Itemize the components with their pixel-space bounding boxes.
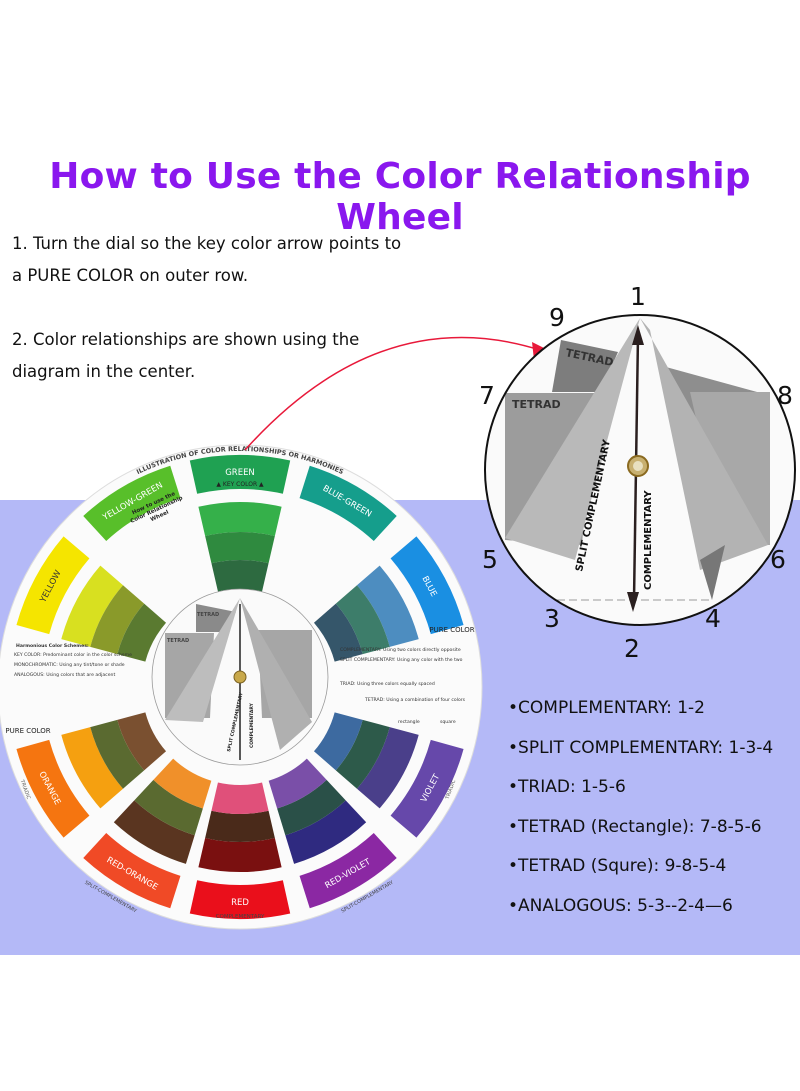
instruction-step-1: 1. Turn the dial so the key color arrow … [12, 228, 401, 292]
complementary-label: COMPLEMENTARY [643, 490, 654, 590]
tint-band [134, 779, 203, 836]
tint-band [313, 712, 363, 771]
pointer-arrow [244, 336, 541, 451]
segment-label: RED [231, 898, 249, 908]
relationship-item: •ANALOGOUS: 5-3--2-4—6 [508, 895, 733, 916]
tint-band [205, 532, 275, 564]
definition: COMPLEMENTARY: Using two colors directly… [340, 647, 461, 653]
tint-band [313, 603, 363, 662]
tint-band [90, 719, 145, 789]
point-number-6: 6 [770, 545, 786, 574]
relationship-item: •TETRAD (Rectangle): 7-8-5-6 [508, 816, 762, 837]
pure-color-segment[interactable] [16, 739, 90, 838]
point-number-7: 7 [479, 381, 495, 410]
pure-color-label: PURE COLOR [5, 727, 50, 735]
pure-color-segment[interactable] [390, 536, 464, 635]
point-number-4: 4 [705, 604, 721, 633]
rectangle-label: rectangle [398, 719, 420, 725]
tint-band [117, 712, 167, 771]
page-title: How to Use the Color Relationship Wheel [49, 156, 751, 238]
complementary-label: COMPLEMENTARY [216, 914, 265, 920]
instruction-line: a PURE COLOR on outer row. [12, 266, 249, 285]
relationship-list: •COMPLEMENTARY: 1-2 •SPLIT COMPLEMENTARY… [508, 698, 773, 935]
tint-band [335, 585, 390, 655]
pure-color-segment[interactable] [299, 832, 397, 909]
tint-band [205, 810, 275, 843]
key-color-label: ▲ KEY COLOR ▲ [216, 481, 264, 488]
tint-band [117, 603, 167, 662]
relationship-item: •SPLIT COMPLEMENTARY: 1-3-4 [508, 737, 774, 758]
pure-color-label: PURE COLOR [429, 626, 474, 634]
point-number-8: 8 [777, 381, 793, 410]
pure-color-segment[interactable] [83, 832, 181, 909]
instruction-step-2: 2. Color relationships are shown using t… [12, 324, 359, 388]
tint-band [61, 727, 124, 809]
pure-color-segment[interactable] [390, 739, 464, 838]
pure-color-segment[interactable] [299, 465, 397, 542]
definition: TRIAD: Using three colors equally spaced [339, 681, 435, 687]
relationship-item: •COMPLEMENTARY: 1-2 [508, 698, 705, 718]
definition: KEY COLOR: Predominant color in the colo… [14, 652, 132, 658]
pure-color-segment[interactable] [189, 455, 291, 494]
tint-band [198, 838, 282, 873]
relationship-item: •TETRAD (Squre): 9-8-5-4 [508, 856, 727, 876]
tint-band [356, 727, 419, 809]
pure-color-segment[interactable] [189, 880, 291, 920]
instruction-line: 2. Color relationships are shown using t… [12, 330, 360, 349]
tint-band [113, 800, 195, 864]
tint-band [211, 782, 269, 814]
tint-band [356, 565, 419, 647]
square-label: square [440, 719, 456, 725]
segment-label: GREEN [225, 468, 255, 478]
zoomed-dial: TETRAD TETRAD SPLIT COMPLEMENTARY COMPLE… [479, 282, 796, 663]
center-dial[interactable]: TETRAD TETRAD SPLIT COMPLEMENTARY COMPLE… [151, 588, 329, 766]
relationship-item: •TRIAD: 1-5-6 [508, 777, 626, 797]
tint-band [277, 779, 346, 836]
definition: ANALOGOUS: Using colors that are adjacen… [14, 672, 115, 678]
point-number-3: 3 [544, 604, 560, 633]
tint-band [285, 800, 367, 864]
definition: SPLIT COMPLEMENTARY: Using any color wit… [340, 657, 463, 663]
definition: MONOCHROMATIC: Using any tint/tone or sh… [14, 662, 125, 668]
tint-band [90, 585, 145, 655]
tetrad-label: TETRAD [167, 638, 189, 644]
pure-color-segment[interactable] [83, 465, 181, 542]
harmonious-heading: Harmonious Color Schemes: [16, 643, 89, 649]
point-number-2: 2 [624, 634, 640, 663]
point-number-5: 5 [482, 545, 498, 574]
complementary-label: COMPLEMENTARY [249, 702, 255, 748]
tint-band [335, 719, 390, 789]
definition: TETRAD: Using a combination of four colo… [364, 697, 466, 703]
point-number-1: 1 [630, 282, 646, 311]
point-number-9: 9 [549, 303, 565, 332]
tetrad-label: TETRAD [512, 398, 561, 411]
tint-band [198, 502, 282, 536]
tint-band [268, 758, 327, 809]
instruction-line: 1. Turn the dial so the key color arrow … [12, 234, 402, 253]
tetrad-label: TETRAD [197, 612, 219, 618]
tint-band [211, 560, 269, 592]
pure-color-segment[interactable] [16, 536, 90, 635]
tint-band [153, 758, 212, 809]
tint-band [61, 565, 124, 647]
harmonious-text: Harmonious Color Schemes: KEY COLOR: Pre… [14, 643, 466, 725]
instruction-line: diagram in the center. [12, 362, 196, 381]
